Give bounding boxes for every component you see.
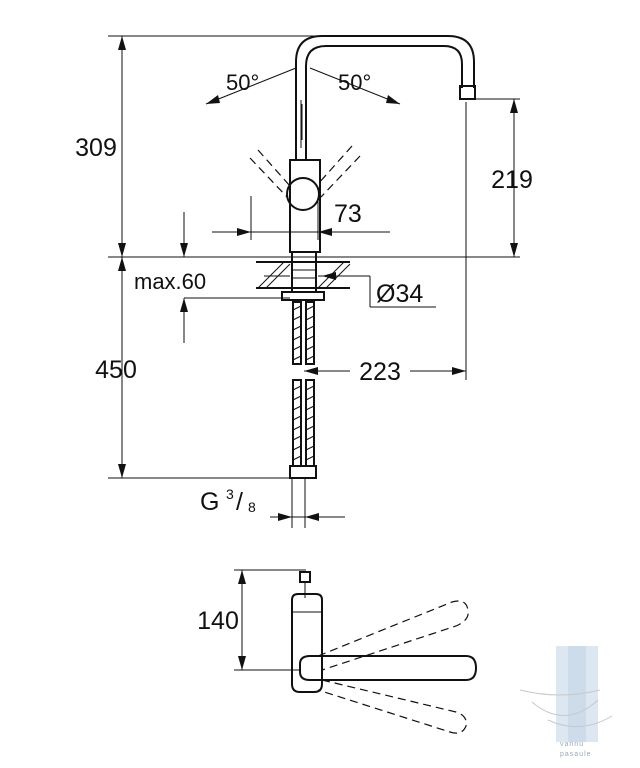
hose-right bbox=[305, 301, 315, 467]
dim-140-arrow-top bbox=[238, 570, 246, 584]
lever-hub bbox=[286, 177, 320, 211]
thread-arrow-left bbox=[278, 513, 292, 521]
spout-outlet bbox=[459, 85, 476, 100]
thread-arrow-right bbox=[305, 513, 319, 521]
dim-309-arrow-top bbox=[118, 36, 126, 50]
lever-left-outline-a bbox=[257, 149, 291, 187]
top-view-lever-swing-up bbox=[317, 600, 469, 671]
dim-309-arrow-bottom bbox=[118, 243, 126, 257]
angle-right-label: 50° bbox=[338, 70, 371, 95]
fixing-nut bbox=[281, 291, 325, 301]
lever-left-outline-b bbox=[249, 157, 289, 199]
top-view-lever bbox=[299, 655, 478, 681]
shank bbox=[291, 251, 317, 293]
angle-right-arc-line bbox=[309, 67, 401, 105]
watermark-line2: pasaule bbox=[560, 751, 592, 758]
hose-connector bbox=[289, 465, 317, 479]
dim-219-arrow-top bbox=[510, 99, 518, 113]
thread-prefix: G bbox=[200, 488, 219, 516]
dim-73-arrow-right bbox=[318, 228, 332, 236]
dim-223-arrow-right bbox=[452, 367, 466, 375]
dim-223-label: 223 bbox=[359, 358, 401, 386]
dim-450-arrow-bottom bbox=[118, 464, 126, 478]
dim-140-arrow-bottom bbox=[238, 656, 246, 670]
top-view-body bbox=[291, 593, 323, 693]
dim-max60-arrow-top bbox=[180, 243, 188, 257]
dim-max60-label: max.60 bbox=[134, 269, 206, 294]
thread-slash: / bbox=[236, 488, 243, 516]
dim-219-label: 219 bbox=[491, 166, 533, 194]
dim-450-label: 450 bbox=[95, 356, 137, 384]
dim-73-label: 73 bbox=[334, 200, 362, 228]
faucet-body bbox=[289, 159, 321, 253]
dim-309-label: 309 bbox=[75, 134, 117, 162]
top-view-spout-tip bbox=[299, 571, 311, 583]
lever-right-outline-a bbox=[317, 145, 353, 185]
thread-numerator: 3 bbox=[226, 486, 234, 502]
spout-inner bbox=[305, 45, 463, 160]
angle-left-label: 50° bbox=[226, 70, 259, 95]
deck-hatching bbox=[257, 261, 351, 289]
angle-left-arrow bbox=[206, 95, 220, 104]
hose-left bbox=[292, 301, 302, 467]
dim-450-arrow-top bbox=[118, 257, 126, 271]
dim-223-label-bg bbox=[350, 355, 410, 385]
angle-left-arc-line bbox=[205, 67, 297, 105]
angle-right-arrow bbox=[386, 95, 400, 104]
lever-right-outline-b bbox=[319, 155, 361, 199]
dim-73-arrow-left bbox=[237, 228, 251, 236]
dim-140-label: 140 bbox=[197, 607, 239, 635]
watermark-logo: vannu pasaule bbox=[519, 646, 613, 758]
dim-34-label: Ø34 bbox=[376, 280, 423, 308]
thread-denominator: 8 bbox=[248, 499, 256, 515]
dim-219-arrow-bottom bbox=[510, 243, 518, 257]
spout-outer bbox=[295, 35, 475, 160]
top-view-lever-swing-down bbox=[317, 679, 467, 734]
watermark-line1: vannu bbox=[560, 741, 584, 748]
dim-223-arrow-left bbox=[304, 367, 318, 375]
dim-max60-arrow-bottom bbox=[180, 298, 188, 312]
